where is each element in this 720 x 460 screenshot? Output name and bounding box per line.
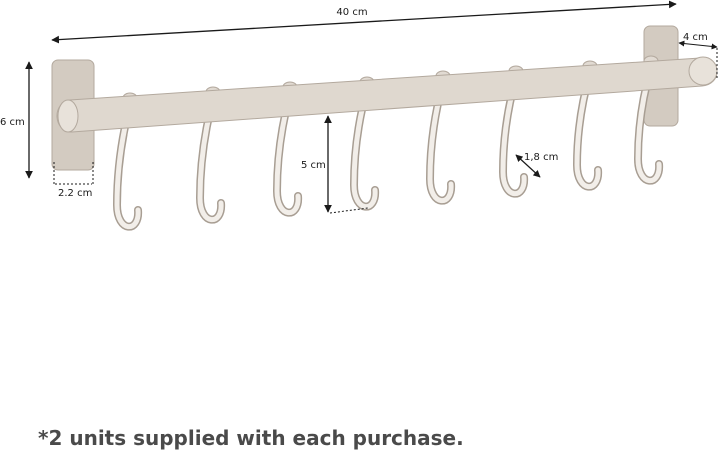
height-label: 6 cm xyxy=(0,117,25,128)
hook-length-label: 5 cm xyxy=(301,160,326,171)
hook-gap-dimension-line xyxy=(515,154,541,178)
rail-end-left xyxy=(57,99,79,133)
hook-gap-label: 1,8 cm xyxy=(524,152,558,163)
length-dimension-line xyxy=(51,0,677,44)
rail-end-right xyxy=(688,56,718,86)
depth-dimension-line xyxy=(678,40,718,50)
rail xyxy=(56,57,718,133)
depth-label: 4 cm xyxy=(683,32,708,43)
width-label: 2.2 cm xyxy=(58,188,92,199)
purchase-footnote: *2 units supplied with each purchase. xyxy=(38,426,464,450)
length-label: 40 cm xyxy=(336,7,367,18)
